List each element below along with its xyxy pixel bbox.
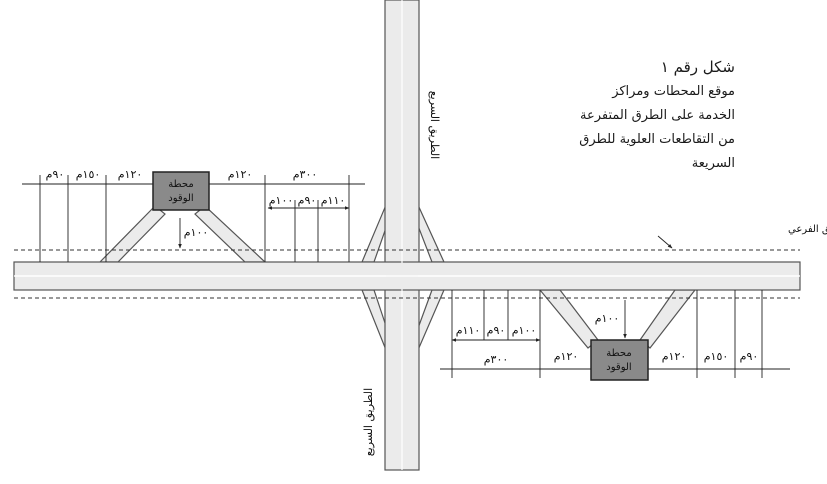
dim-bottom-90-right: ٩٠م — [740, 350, 759, 363]
dim-bottom-120-left: ١٢٠م — [554, 350, 579, 363]
dim-bottom-300: ٣٠٠م — [484, 353, 509, 366]
dim-top-90-b: ٩٠م — [298, 194, 317, 207]
dim-bottom-110: ١١٠م — [456, 324, 481, 337]
station-top-line2: الوقود — [168, 193, 193, 204]
dim-bottom-station-100: ١٠٠م — [595, 312, 620, 325]
station-bottom-line1: محطة — [606, 348, 631, 359]
fuel-station-bottom: محطة الوقود — [590, 339, 649, 381]
row-label: حرم الطريق الفرعي — [788, 224, 827, 235]
expressway-label-bottom: الطريق السريع — [362, 388, 376, 456]
figure-caption: شكل رقم ١ موقع المحطات ومراكز الخدمة على… — [579, 56, 735, 176]
figure-title: شكل رقم ١ — [660, 58, 735, 76]
dim-bottom-90: ٩٠م — [487, 324, 506, 337]
station-bottom-line2: الوقود — [606, 362, 631, 373]
dim-top-120-left: ١٢٠م — [118, 168, 143, 181]
dim-top-150: ١٥٠م — [76, 168, 101, 181]
caption-line-2: الخدمة على الطرق المتفرعة — [580, 108, 735, 123]
dim-bottom-120-right: ١٢٠م — [662, 350, 687, 363]
dim-top-300: ٣٠٠م — [293, 168, 318, 181]
caption-line-3: من التقاطعات العلوية للطرق — [579, 132, 735, 147]
caption-line-1: موقع المحطات ومراكز — [612, 84, 735, 99]
dim-top-110: ١١٠م — [321, 194, 346, 207]
dim-top-station-100: ١٠٠م — [184, 226, 209, 239]
access-ramp-bottom-left — [538, 289, 599, 349]
dim-top-100: ١٠٠م — [269, 194, 294, 207]
dim-top-90: ٩٠م — [46, 168, 65, 181]
dim-top-120-right: ١٢٠م — [228, 168, 253, 181]
access-ramp-top-left — [98, 205, 166, 263]
expressway-label-top: الطريق السريع — [427, 91, 441, 159]
station-top-line1: محطة — [168, 179, 193, 190]
caption-line-4: السريعة — [691, 156, 735, 171]
dim-bottom-100: ١٠٠م — [512, 324, 537, 337]
fuel-station-top: محطة الوقود — [152, 171, 210, 211]
dim-bottom-150: ١٥٠م — [704, 350, 729, 363]
